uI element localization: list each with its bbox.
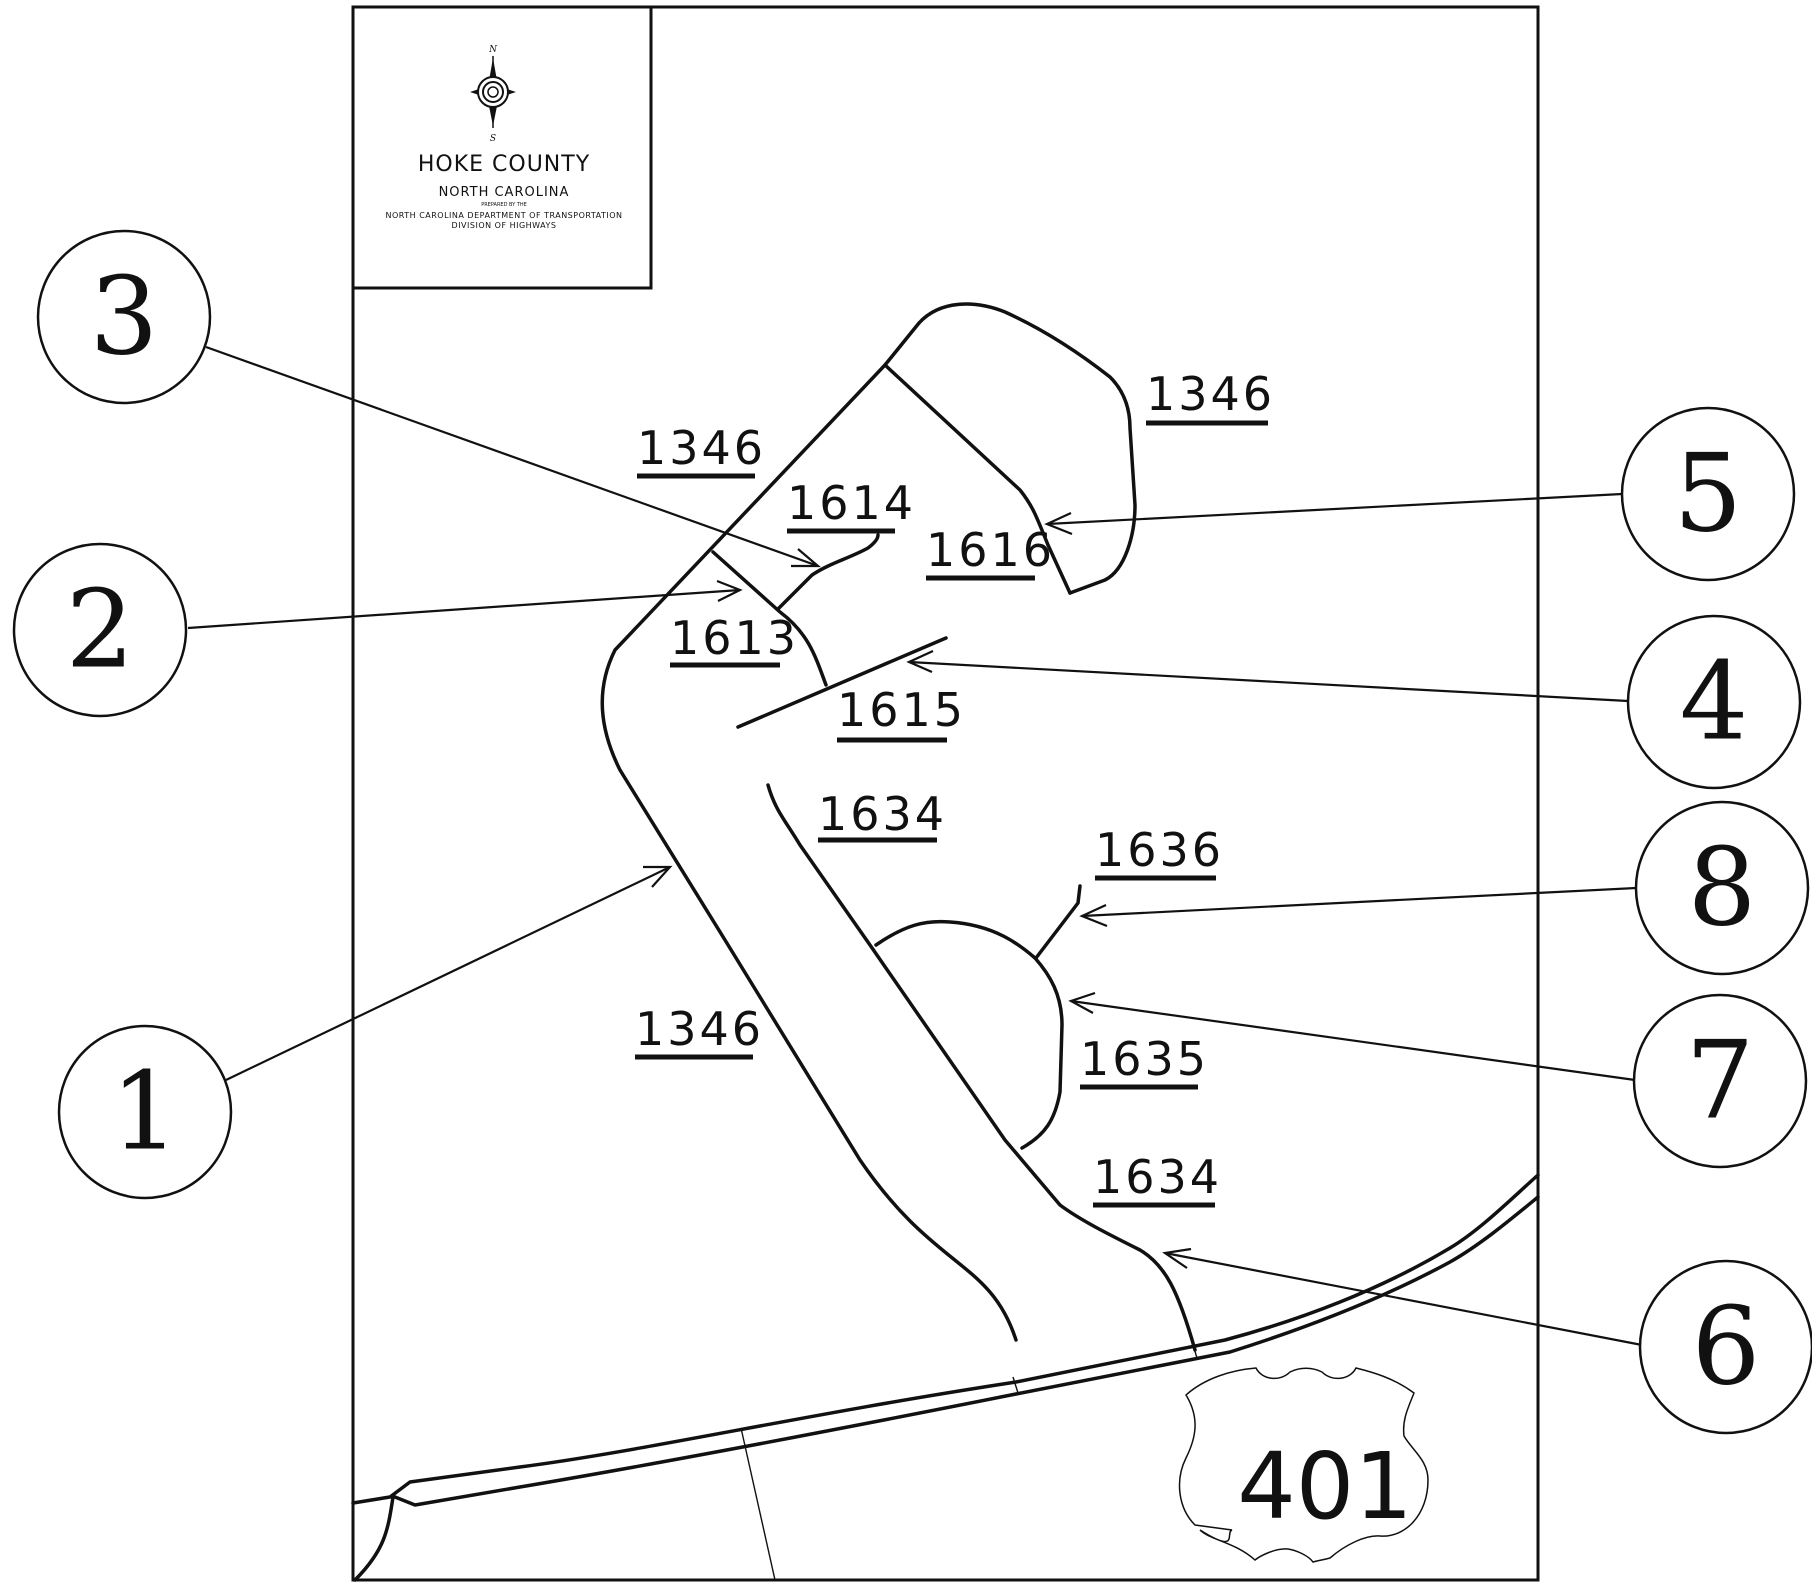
road-1635 (874, 919, 1064, 1150)
title-block-frame (351, 5, 653, 290)
svg-text:5: 5 (1674, 432, 1743, 557)
label-1616: 1616 (926, 523, 1055, 581)
road-1636 (1034, 884, 1082, 960)
us-401-north-edge (351, 1173, 1540, 1505)
road-1346-crossing (1012, 1376, 1019, 1394)
county-title: HOKE COUNTY (418, 152, 590, 177)
road-1634-crossing (1192, 1344, 1198, 1359)
boundary-line (740, 1427, 776, 1581)
callout-5: 5 (1620, 406, 1796, 582)
svg-text:1635: 1635 (1080, 1032, 1209, 1086)
us-route-shield-icon: 401 (1178, 1367, 1429, 1563)
label-1346-upper-left: 1346 (637, 421, 766, 479)
callout-7: 7 (1632, 993, 1808, 1169)
road-1614 (777, 533, 880, 610)
svg-text:1346: 1346 (635, 1002, 764, 1056)
route-labels: 1346 1346 1614 1616 1613 1615 1634 1636 (635, 367, 1275, 1208)
prepared-by-text: PREPARED BY THE (481, 202, 527, 208)
label-1636: 1636 (1095, 823, 1224, 881)
road-1613 (711, 550, 828, 687)
title-block: N S HOKE COUNTY NORTH CAROLINA PREPARED … (351, 5, 653, 290)
svg-text:1634: 1634 (818, 787, 947, 841)
label-1615: 1615 (837, 683, 966, 743)
svg-text:1616: 1616 (926, 523, 1055, 577)
road-1615 (736, 636, 948, 729)
callout-leaders (187, 345, 1643, 1347)
callout-2: 2 (12, 542, 188, 718)
svg-text:3: 3 (90, 255, 159, 380)
callout-8: 8 (1634, 800, 1810, 976)
label-1613: 1613 (670, 611, 799, 668)
callout-4: 4 (1626, 614, 1802, 790)
svg-text:2: 2 (66, 568, 135, 693)
department-text: NORTH CAROLINA DEPARTMENT OF TRANSPORTAT… (385, 211, 622, 220)
road-1346-west (600, 321, 1018, 1342)
svg-text:1636: 1636 (1095, 823, 1224, 877)
label-1634-lower: 1634 (1093, 1150, 1222, 1208)
svg-text:1634: 1634 (1093, 1150, 1222, 1204)
compass-north-label: N (488, 45, 498, 55)
road-1616 (883, 363, 1072, 595)
callout-6: 6 (1638, 1259, 1812, 1435)
us-401-route-number: 401 (1237, 1433, 1413, 1540)
state-title: NORTH CAROLINA (439, 185, 570, 200)
svg-text:1346: 1346 (637, 421, 766, 475)
svg-text:6: 6 (1692, 1285, 1761, 1410)
svg-text:7: 7 (1686, 1019, 1755, 1144)
label-1346-lower: 1346 (635, 1002, 764, 1060)
map-frame (351, 5, 1540, 1582)
division-text: DIVISION OF HIGHWAYS (452, 221, 557, 230)
svg-text:1: 1 (111, 1050, 180, 1175)
svg-text:1346: 1346 (1146, 367, 1275, 421)
road-1346-north-loop (917, 302, 1137, 595)
label-1635: 1635 (1080, 1032, 1209, 1090)
callout-3: 3 (36, 229, 212, 405)
svg-text:1614: 1614 (787, 476, 916, 530)
label-1634-upper: 1634 (818, 787, 947, 843)
label-1614: 1614 (787, 476, 916, 534)
road-1634 (766, 783, 1197, 1352)
road-southwest-spur (353, 1495, 395, 1582)
label-1346-top-right: 1346 (1146, 367, 1275, 426)
callouts: 1 2 3 4 5 6 7 8 (12, 229, 1812, 1435)
svg-text:1615: 1615 (837, 683, 966, 737)
svg-text:4: 4 (1680, 640, 1749, 765)
compass-south-label: S (490, 134, 496, 144)
svg-text:8: 8 (1688, 826, 1757, 951)
callout-1: 1 (57, 1024, 233, 1200)
svg-text:1613: 1613 (670, 611, 799, 665)
us-401-south-edge (393, 1195, 1540, 1507)
road-network (351, 302, 1540, 1582)
compass-rose-icon: N S (470, 45, 516, 144)
